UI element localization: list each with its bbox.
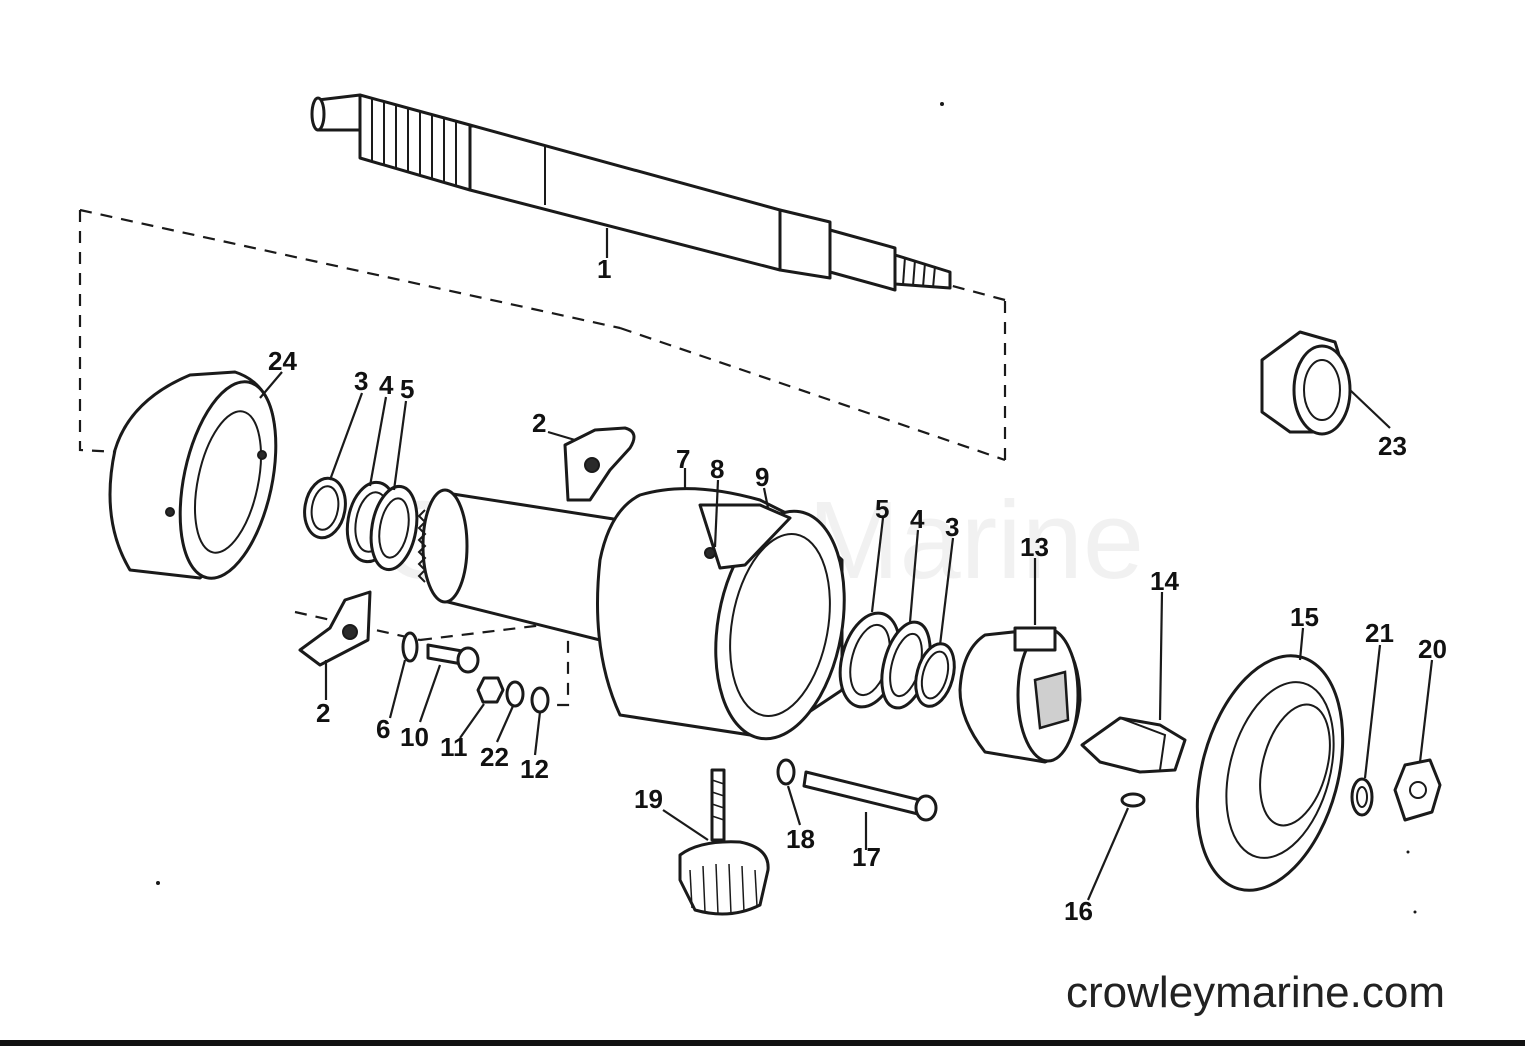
cam-follower xyxy=(958,626,1082,764)
callout-5-right: 5 xyxy=(875,494,889,524)
callout-17: 17 xyxy=(852,842,881,872)
propeller-shaft xyxy=(310,93,952,292)
bottom-rule xyxy=(0,1040,1525,1046)
lock-washer-21 xyxy=(1350,777,1374,817)
washer-12 xyxy=(530,686,550,714)
callout-4-right: 4 xyxy=(910,504,925,534)
callout-3-left: 3 xyxy=(354,366,368,396)
callout-13: 13 xyxy=(1020,532,1049,562)
leader-lines xyxy=(259,228,1434,901)
lock-washer-16 xyxy=(1120,792,1146,808)
callout-21: 21 xyxy=(1365,618,1394,648)
callout-9: 9 xyxy=(755,462,769,492)
thrust-bushing-upper xyxy=(563,426,636,502)
screw-10 xyxy=(426,643,480,674)
callout-4-left: 4 xyxy=(379,370,394,400)
callout-7: 7 xyxy=(676,444,690,474)
callout-6: 6 xyxy=(376,714,390,744)
site-url: crowleymarine.com xyxy=(1066,968,1445,1017)
washer-22 xyxy=(505,680,525,708)
callout-15: 15 xyxy=(1290,602,1319,632)
callout-20: 20 xyxy=(1418,634,1447,664)
callout-12: 12 xyxy=(520,754,549,784)
shift-knob xyxy=(678,768,770,916)
pin-17 xyxy=(802,770,938,822)
front-bearing-housing xyxy=(108,370,278,580)
callout-11: 11 xyxy=(440,732,468,762)
callout-16: 16 xyxy=(1064,896,1093,926)
callout-2-upper: 2 xyxy=(532,408,546,438)
callout-5-left: 5 xyxy=(400,374,414,404)
assembly-guide-dashed-line xyxy=(78,208,1007,462)
callout-22: 22 xyxy=(480,742,509,772)
ring-left xyxy=(303,476,347,540)
bearing-23 xyxy=(1260,330,1352,436)
callout-19: 19 xyxy=(634,784,663,814)
callout-8: 8 xyxy=(710,454,724,484)
callout-23: 23 xyxy=(1378,431,1407,461)
callout-10: 10 xyxy=(400,722,429,752)
nut-11 xyxy=(476,676,505,704)
lock-washer-6 xyxy=(401,631,419,663)
callout-18: 18 xyxy=(786,824,815,854)
thrust-bushing-lower xyxy=(298,590,372,667)
callout-1: 1 xyxy=(597,254,611,284)
callout-24: 24 xyxy=(268,346,297,376)
scan-specks xyxy=(156,102,1417,914)
callout-14: 14 xyxy=(1150,566,1179,596)
washer-18 xyxy=(776,758,796,786)
washer-left xyxy=(369,484,419,572)
nut-20 xyxy=(1393,758,1442,822)
ring-right xyxy=(914,642,956,708)
callout-3-right: 3 xyxy=(945,512,959,542)
rear-bearing-housing xyxy=(1195,654,1345,892)
bearing-housing xyxy=(596,487,846,741)
callout-labels: 1 2 3 4 5 2 6 10 11 22 12 7 8 9 5 4 3 13… xyxy=(268,254,1447,926)
callout-2-lower: 2 xyxy=(316,698,330,728)
shift-lever xyxy=(1080,716,1187,774)
